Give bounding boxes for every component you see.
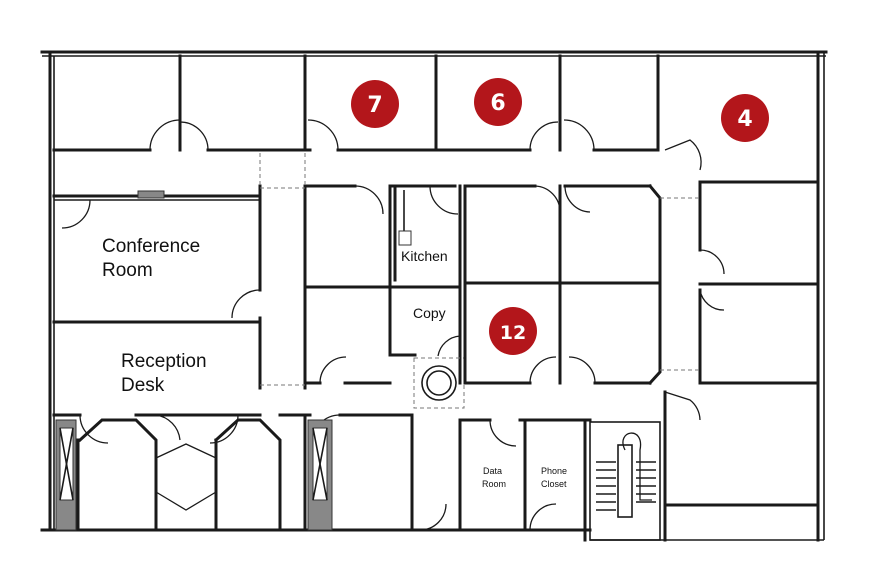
phone-closet-label-line2: Closet <box>541 479 567 489</box>
suite-badge-12-label: 12 <box>500 322 526 344</box>
suite-badge-4-label: 4 <box>737 107 752 132</box>
data-room-label-line1: Data <box>483 466 502 476</box>
left-wing <box>52 184 282 532</box>
reception-desk-label-line1: Reception <box>121 351 207 372</box>
conference-room-label-line2: Room <box>102 260 153 281</box>
suite-badge-4[interactable]: 4 <box>721 94 769 142</box>
suite-badge-7[interactable]: 7 <box>351 80 399 128</box>
right-offices <box>660 180 820 542</box>
central-core <box>259 153 465 532</box>
suite-12-block <box>463 183 662 386</box>
data-room-label-line2: Room <box>482 479 506 489</box>
suite-badge-12[interactable]: 12 <box>489 307 537 355</box>
room-labels: Conference Room Reception Desk Kitchen C… <box>102 236 567 489</box>
service-rooms <box>419 418 661 542</box>
conference-room-label-line1: Conference <box>102 236 200 257</box>
suite-badge-6[interactable]: 6 <box>474 78 522 126</box>
kitchen-label: Kitchen <box>401 248 448 264</box>
phone-closet-label-line1: Phone <box>541 466 567 476</box>
exterior-walls <box>40 50 828 542</box>
top-offices <box>52 54 820 184</box>
copy-label: Copy <box>413 305 446 321</box>
suite-badge-7-label: 7 <box>367 93 382 118</box>
suite-badge-6-label: 6 <box>490 91 505 116</box>
reception-desk-label-line2: Desk <box>121 375 165 396</box>
